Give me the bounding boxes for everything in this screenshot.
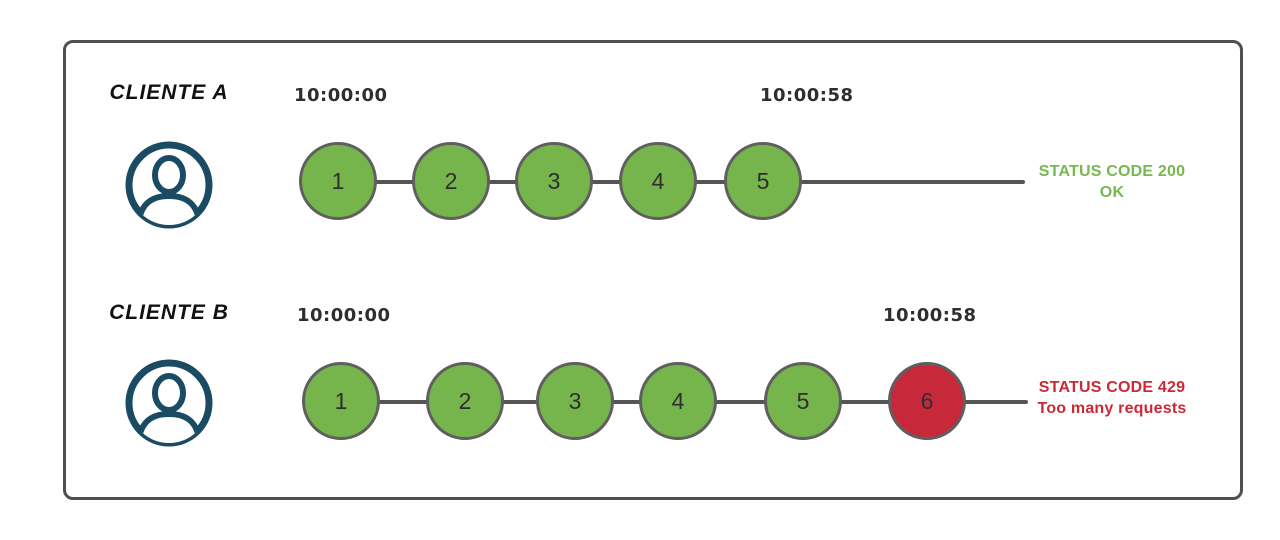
request-number: 4 <box>651 167 665 194</box>
client-a-label: CLIENTE A <box>109 81 229 104</box>
request-circle: 1 <box>302 362 380 440</box>
request-number: 1 <box>331 167 345 194</box>
client-b-label: CLIENTE B <box>109 301 229 324</box>
status-code-line1: STATUS CODE 429 <box>1038 379 1186 396</box>
start-timestamp: 10:00:00 <box>297 305 391 326</box>
end-timestamp: 10:00:58 <box>760 85 854 106</box>
end-timestamp: 10:00:58 <box>883 305 977 326</box>
status-code-text: STATUS CODE 429 Too many requests <box>1027 377 1197 419</box>
request-number: 5 <box>756 167 770 194</box>
request-circle: 2 <box>412 142 490 220</box>
request-number: 6 <box>920 387 934 414</box>
request-number: 2 <box>444 167 458 194</box>
status-code-line2: OK <box>1099 184 1125 201</box>
request-number: 2 <box>458 387 472 414</box>
request-number: 3 <box>547 167 561 194</box>
request-circle: 3 <box>536 362 614 440</box>
request-number: 1 <box>334 387 348 414</box>
request-circle-rate-limited: 6 <box>888 362 966 440</box>
request-number: 4 <box>671 387 685 414</box>
request-circle: 4 <box>639 362 717 440</box>
start-timestamp: 10:00:00 <box>294 85 388 106</box>
request-circle: 4 <box>619 142 697 220</box>
user-avatar-icon <box>124 358 214 448</box>
request-circle: 1 <box>299 142 377 220</box>
request-number: 3 <box>568 387 582 414</box>
request-circle: 2 <box>426 362 504 440</box>
diagram-frame: CLIENTE A 10:00:00 10:00:58 1 2 3 4 5 ST… <box>63 40 1243 500</box>
status-code-line2: Too many requests <box>1037 400 1187 417</box>
request-circle: 5 <box>724 142 802 220</box>
user-avatar-icon <box>124 140 214 230</box>
status-code-line1: STATUS CODE 200 <box>1038 163 1186 180</box>
request-circle: 5 <box>764 362 842 440</box>
status-code-text: STATUS CODE 200 OK <box>1027 161 1197 203</box>
request-number: 5 <box>796 387 810 414</box>
request-circle: 3 <box>515 142 593 220</box>
